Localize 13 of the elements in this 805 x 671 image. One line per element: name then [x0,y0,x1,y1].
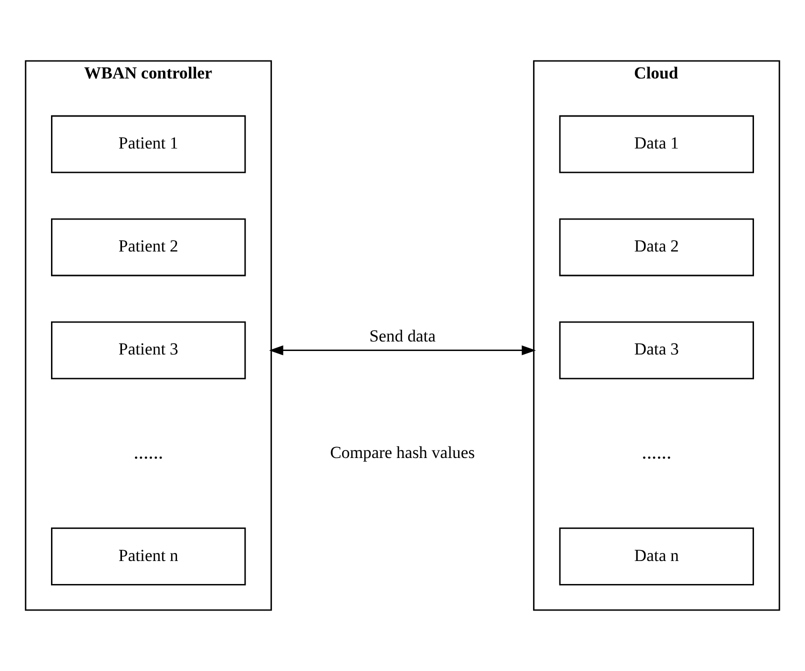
node-box: Data 3 [559,321,754,380]
node-box: Patient 3 [51,321,246,380]
node-box: Data n [559,527,754,586]
arrow [269,345,536,356]
label: ...... [134,442,164,464]
edge-label: Send data [369,326,436,346]
label: Compare hash values [330,442,475,462]
label: ...... [642,442,672,464]
node-box: Patient 1 [51,115,246,174]
node-box: Patient n [51,527,246,586]
node-box: Data 2 [559,218,754,276]
node-box: Data 1 [559,115,754,174]
node-box: Patient 2 [51,218,246,276]
